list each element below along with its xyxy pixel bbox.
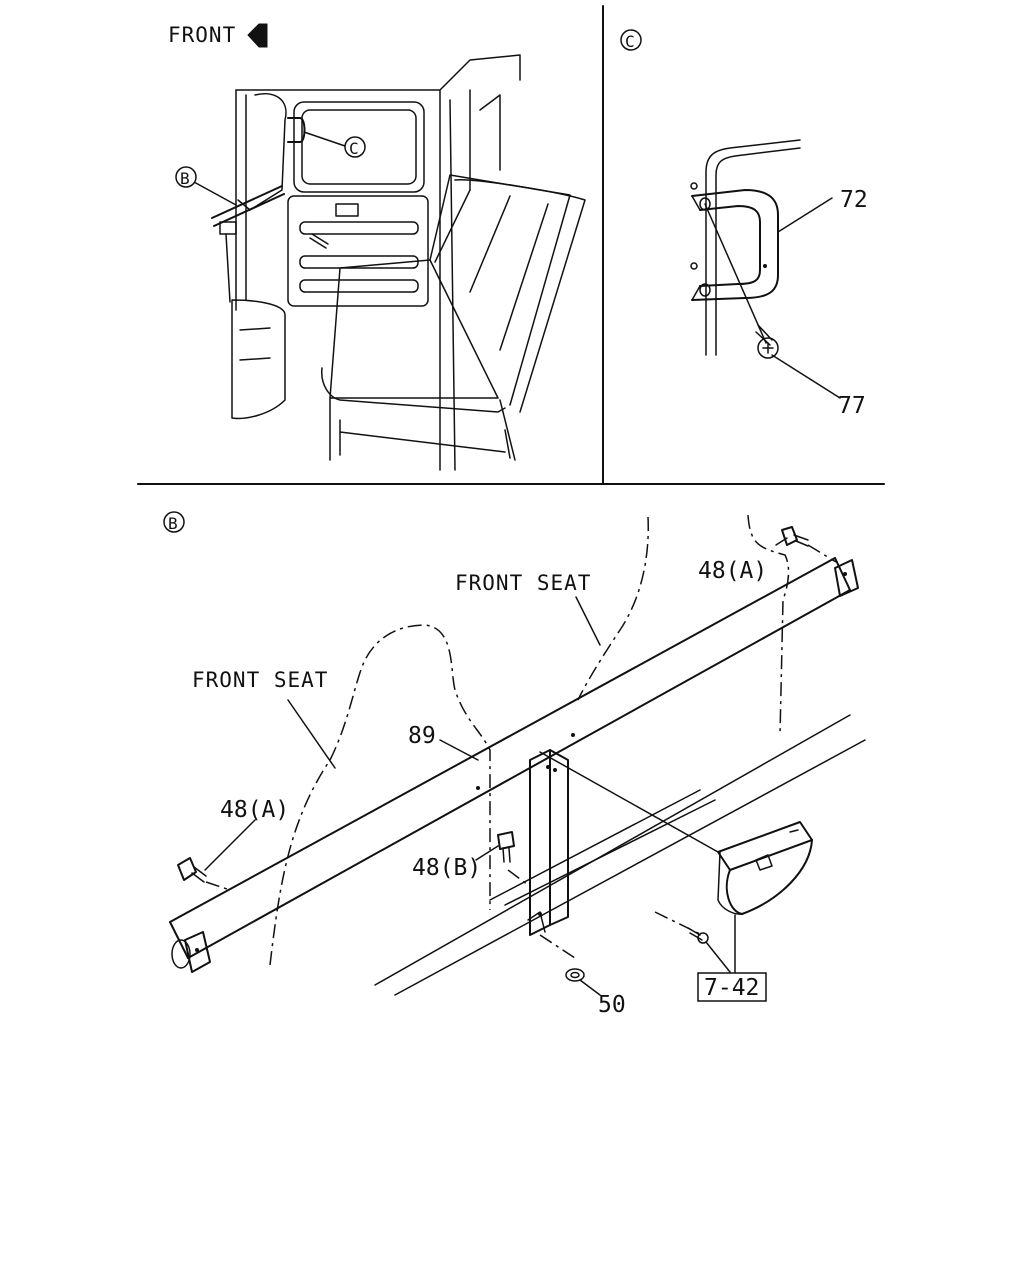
bolt-48b xyxy=(497,831,529,886)
detail-b-circle xyxy=(163,511,185,533)
bolt-48b-label: 48(B) xyxy=(412,855,481,881)
callout-c-label: C xyxy=(349,139,359,158)
bolt-48a-left xyxy=(177,857,231,891)
screw-77 xyxy=(755,324,773,346)
detail-b-label: B xyxy=(168,514,178,533)
front-seat-outline-right xyxy=(577,516,649,701)
crossbar-89 xyxy=(169,557,859,973)
bolt-48a-right xyxy=(775,526,837,563)
detail-c-label: C xyxy=(625,32,635,51)
grab-handle-72 xyxy=(691,189,779,301)
callout-b-label: B xyxy=(180,169,190,188)
front-label: FRONT xyxy=(168,23,236,47)
front-seat-label-left: FRONT SEAT xyxy=(192,668,328,692)
part-89-label: 89 xyxy=(408,723,436,749)
cab-interior-sketch xyxy=(211,54,586,471)
part-72-label: 72 xyxy=(840,187,868,213)
washer-50-label: 50 xyxy=(598,992,626,1018)
washer-50 xyxy=(565,968,585,982)
detail-c-circle xyxy=(620,29,642,51)
ref-box xyxy=(697,972,767,1002)
bolt-48a-left-label: 48(A) xyxy=(220,797,289,823)
detail-b-panel: B xyxy=(163,511,866,1018)
callout-b-circle xyxy=(175,166,197,188)
front-arrow-icon xyxy=(247,23,268,48)
detail-c-panel: C 72 77 xyxy=(620,29,868,419)
front-seat-outline-left xyxy=(269,624,491,966)
ashtray-7-42 xyxy=(717,821,813,915)
bolt-48a-right-label: 48(A) xyxy=(698,558,767,584)
vertical-bracket xyxy=(527,749,569,936)
overview-panel: FRONT xyxy=(168,23,586,471)
ref-box-label: 7-42 xyxy=(704,975,759,1001)
part-77-label: 77 xyxy=(838,393,866,419)
front-seat-label-right: FRONT SEAT xyxy=(455,571,591,595)
callout-c-circle xyxy=(344,136,366,158)
